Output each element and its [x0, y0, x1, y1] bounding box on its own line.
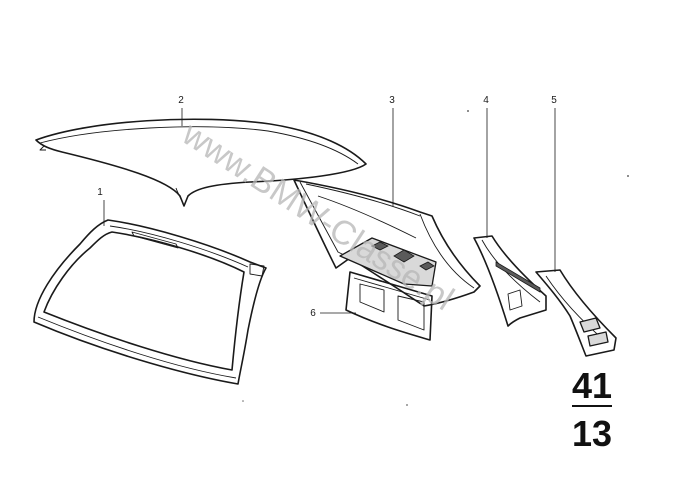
c-pillar-panel[interactable]: [473, 235, 547, 327]
callout-5: 5: [551, 95, 557, 272]
callout-1: 1: [97, 187, 105, 226]
roof-panel[interactable]: [35, 118, 367, 207]
callout-number-2: 2: [178, 95, 184, 106]
callout-6: 6: [310, 308, 356, 319]
callout-4: 4: [483, 95, 489, 238]
callout-number-5: 5: [551, 95, 557, 106]
group-code-main: 41: [572, 365, 612, 406]
c-pillar-trim[interactable]: [535, 269, 617, 357]
rear-window-frame[interactable]: [293, 179, 481, 307]
callout-number-1: 1: [97, 187, 103, 198]
callout-2: 2: [178, 95, 184, 126]
watermark-text: www.BMW-Classe.pl: [175, 114, 461, 318]
windshield-frame[interactable]: [33, 219, 267, 385]
callout-3: 3: [389, 95, 395, 206]
rear-parcel-shelf-panel[interactable]: [345, 271, 433, 341]
group-code: 41 13: [572, 365, 612, 454]
scan-specks: [242, 110, 629, 406]
callout-number-3: 3: [389, 95, 395, 106]
group-code-sub: 13: [572, 413, 612, 454]
callout-number-6: 6: [310, 308, 316, 319]
callout-number-4: 4: [483, 95, 489, 106]
